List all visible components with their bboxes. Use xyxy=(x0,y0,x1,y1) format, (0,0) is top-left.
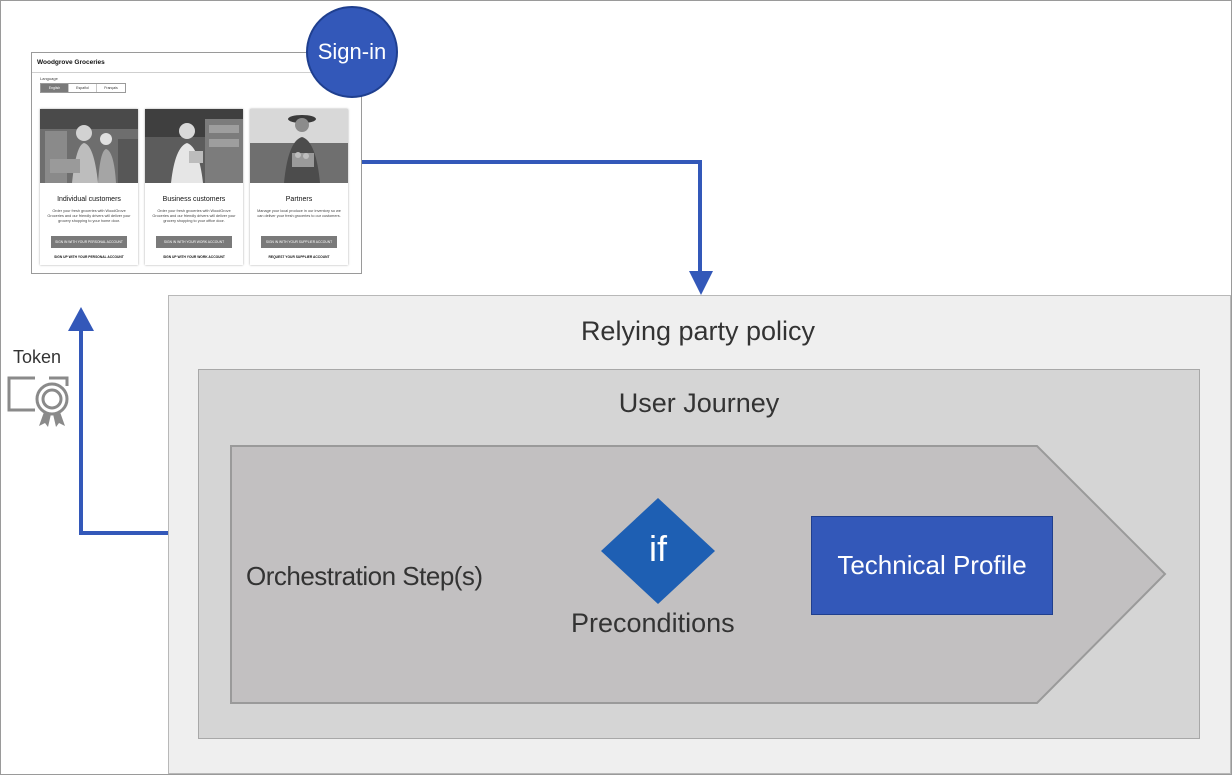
orchestration-step-label: Orchestration Step(s) xyxy=(246,561,483,591)
mock-card-title: Individual customers xyxy=(57,196,121,203)
mock-language-francais: Français xyxy=(104,86,118,90)
connector-signin-horizontal xyxy=(362,160,702,164)
user-journey-title: User Journey xyxy=(618,388,780,418)
token-label: Token xyxy=(13,347,62,367)
certificate-icon xyxy=(7,376,69,427)
sign-in-page-mockup: Woodgrove Groceries Language English Esp… xyxy=(31,52,362,274)
mock-card-sign-in-button: SIGN IN WITH YOUR SUPPLIER ACCOUNT xyxy=(261,236,337,248)
mock-card-sign-in-button: SIGN IN WITH YOUR PERSONAL ACCOUNT xyxy=(51,236,127,248)
mock-card-business: Business customers Order your fresh groc… xyxy=(145,109,243,265)
arrowhead-to-policy xyxy=(689,271,713,295)
connector-token-vertical xyxy=(79,328,83,535)
sign-in-badge: Sign-in xyxy=(306,6,398,98)
relying-party-policy-title: Relying party policy xyxy=(580,316,816,346)
mock-card-description: Manage your local produce in our invento… xyxy=(257,209,341,219)
orchestration-step-arrow xyxy=(230,445,1167,704)
mock-card-photo-farmer xyxy=(250,109,348,183)
connector-signin-vertical xyxy=(698,160,702,274)
mock-card-sign-up-link: SIGN UP WITH YOUR PERSONAL ACCOUNT xyxy=(54,255,124,259)
mock-language-label: Language xyxy=(40,76,58,81)
precondition-diamond-icon xyxy=(601,498,715,604)
mock-card-sign-up-link: SIGN UP WITH YOUR WORK ACCOUNT xyxy=(163,255,225,259)
mock-card-partners: Partners Manage your local produce in ou… xyxy=(250,109,348,265)
mock-card-title: Partners xyxy=(285,196,313,203)
arrowhead-to-app xyxy=(68,307,94,331)
mock-card-description: Order your fresh groceries with WoodGrov… xyxy=(152,209,236,224)
preconditions-label: Preconditions xyxy=(571,608,735,638)
connector-token-horizontal xyxy=(79,531,170,535)
mock-card-description: Order your fresh groceries with WoodGrov… xyxy=(47,209,131,224)
technical-profile-box: Technical Profile xyxy=(811,516,1053,615)
mock-card-photo-clerk xyxy=(145,109,243,183)
mock-language-espanol: Español xyxy=(69,84,97,92)
mock-language-english: English xyxy=(41,84,69,92)
mock-card-photo-shoppers xyxy=(40,109,138,183)
mock-language-selector: English Español Français xyxy=(40,83,126,93)
mock-card-title: Business customers xyxy=(162,196,226,203)
mock-card-sign-up-link: REQUEST YOUR SUPPLIER ACCOUNT xyxy=(268,255,330,259)
mock-card-sign-in-button: SIGN IN WITH YOUR WORK ACCOUNT xyxy=(156,236,232,248)
mock-brand: Woodgrove Groceries xyxy=(32,53,361,73)
condition-symbol: if xyxy=(649,528,667,569)
mock-card-individual: Individual customers Order your fresh gr… xyxy=(40,109,138,265)
